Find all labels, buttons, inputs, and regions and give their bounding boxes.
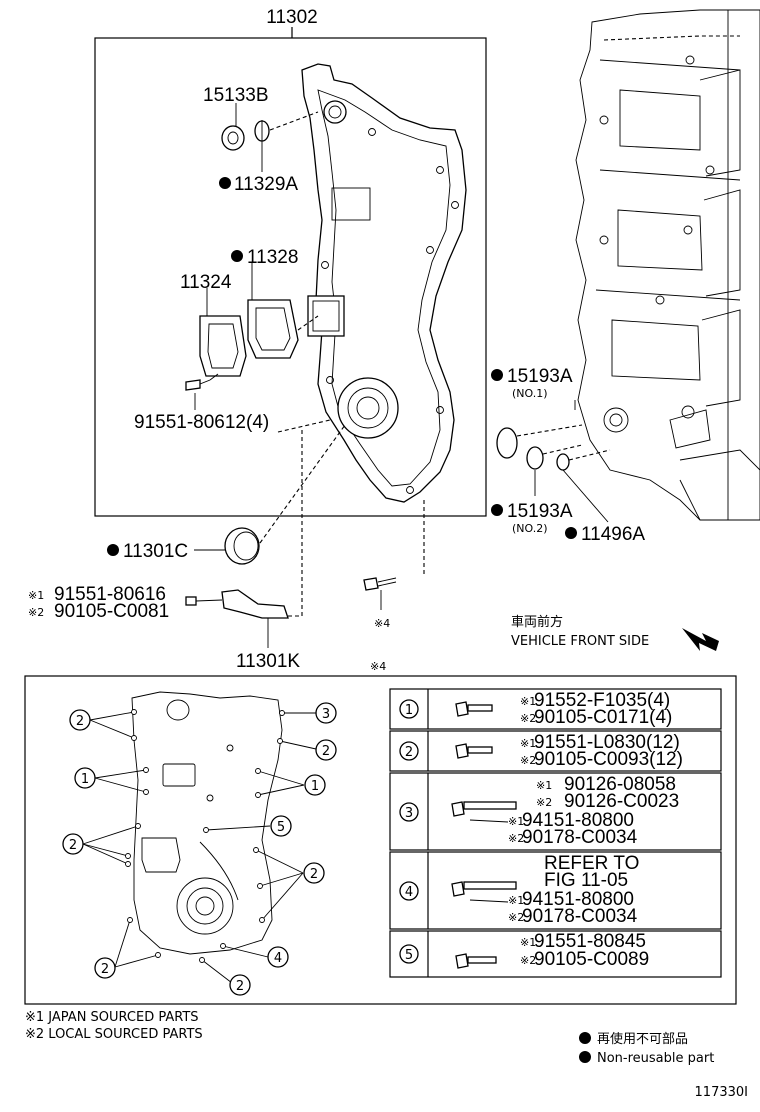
engine-block-drawing — [575, 9, 760, 521]
non-reusable-dot — [219, 177, 231, 189]
table-part-number: 90126-08058 — [564, 774, 676, 795]
bolt-map-label: 1 — [311, 779, 319, 794]
bolt-table: 1 ※1 91552-F1035(4) ※2 90105-C0171(4) 2 … — [389, 688, 722, 978]
callout-90105-c0081: 90105-C0081 — [54, 601, 169, 622]
table-part-number: 90105-C0093(12) — [534, 749, 683, 770]
table-marker: ※2 — [520, 712, 536, 725]
ref4-callout: ※4 — [374, 617, 390, 630]
callout-11301k: 11301K — [236, 651, 300, 672]
gaskets-drawing — [185, 262, 319, 391]
bolt-map-cover-drawing — [131, 691, 283, 955]
bolt-map-leaders — [82, 711, 317, 984]
table-part-number: 91551-L0830(12) — [534, 732, 680, 753]
marker-japan: ※1 — [28, 589, 44, 602]
callout-11496a: 11496A — [581, 524, 645, 545]
table-marker: ※2 — [508, 832, 524, 845]
table-marker: ※2 — [520, 954, 536, 967]
callout-11324: 11324 — [180, 272, 232, 293]
table-row-num: 1 — [405, 703, 413, 718]
callout-11301c: 11301C — [123, 541, 188, 562]
table-marker: ※1 — [520, 936, 536, 949]
footnote-local: ※2 LOCAL SOURCED PARTS — [25, 1027, 203, 1042]
callout-11302: 11302 — [266, 7, 317, 28]
callout-11329a: 11329A — [234, 174, 298, 195]
bolt-map-label: 1 — [81, 772, 89, 787]
bolt-map-label: 2 — [76, 714, 84, 729]
table-part-number: 91551-80845 — [534, 931, 646, 952]
bolt-map-labels: 2 3 2 1 1 5 2 2 2 4 2 — [62, 702, 337, 996]
table-marker: ※2 — [536, 796, 552, 809]
figure-id: 117330I — [695, 1085, 748, 1100]
refer-to-text: REFER TO — [544, 853, 639, 874]
vehicle-front-jp: 車両前方 — [511, 614, 563, 630]
oil-seal-11301c-drawing — [194, 424, 346, 565]
table-marker: ※1 — [508, 894, 524, 907]
plug-15133b-drawing — [221, 103, 319, 172]
bolt-map-label: 3 — [322, 707, 330, 722]
callout-91551-80616: 91551-80616 — [54, 584, 166, 605]
bolt-map-label: 4 — [274, 951, 282, 966]
table-marker: ※2 — [508, 911, 524, 924]
o-rings-drawing — [496, 400, 611, 523]
table-marker: ※1 — [520, 737, 536, 750]
table-part-number: 90178-C0034 — [522, 827, 638, 848]
table-marker: ※1 — [520, 695, 536, 708]
callout-no2: (NO.2) — [512, 522, 548, 535]
footnote-japan: ※1 JAPAN SOURCED PARTS — [25, 1010, 199, 1025]
timing-chain-cover-drawing — [301, 63, 467, 503]
callout-15193a-no2: 15193A — [507, 501, 573, 522]
front-arrow-icon — [682, 628, 719, 651]
callout-no1: (NO.1) — [512, 387, 548, 400]
table-row-num: 5 — [405, 948, 413, 963]
table-part-number: 90105-C0171(4) — [534, 707, 672, 728]
table-part-number: 94151-80800 — [522, 889, 634, 910]
bolt-map-label: 2 — [69, 838, 77, 853]
callout-91551-80612: 91551-80612(4) — [134, 412, 269, 433]
bolt-map-label: 5 — [277, 820, 285, 835]
assembly-frame — [94, 37, 487, 517]
callout-11328: 11328 — [247, 247, 298, 268]
bolt-ref4-drawing — [363, 500, 425, 610]
table-marker: ※1 — [536, 779, 552, 792]
legend-dot-icon — [579, 1032, 591, 1044]
crank-sensor-11301k-drawing — [185, 430, 303, 648]
table-part-number: 90105-C0089 — [534, 949, 649, 970]
refer-fig-text: FIG 11-05 — [544, 870, 628, 891]
bolt-map-label: 2 — [322, 744, 330, 759]
table-part-number: 90178-C0034 — [522, 906, 638, 927]
table-marker: ※2 — [520, 754, 536, 767]
table-part-number: 91552-F1035(4) — [534, 690, 670, 711]
table-marker: ※1 — [508, 815, 524, 828]
marker-local: ※2 — [28, 606, 44, 619]
legend-en: Non-reusable part — [597, 1051, 714, 1066]
table-part-number: 90126-C0023 — [564, 791, 679, 812]
table-row-num: 2 — [405, 745, 413, 760]
ref4-box-label: ※4 — [370, 660, 386, 673]
table-part-number: 94151-80800 — [522, 810, 634, 831]
vehicle-front-en: VEHICLE FRONT SIDE — [511, 634, 649, 649]
callout-15193a-no1: 15193A — [507, 366, 573, 387]
bolt-map-label: 2 — [236, 979, 244, 994]
callout-15133b: 15133B — [203, 85, 269, 106]
bolt-map-frame — [24, 675, 737, 1005]
table-row-num: 4 — [405, 885, 413, 900]
bolt-points — [125, 709, 285, 963]
bolt-map-label: 2 — [101, 962, 109, 977]
table-row-num: 3 — [405, 806, 413, 821]
bolt-map-label: 2 — [310, 867, 318, 882]
legend-jp: 再使用不可部品 — [597, 1031, 688, 1047]
legend-dot-icon — [579, 1051, 591, 1063]
